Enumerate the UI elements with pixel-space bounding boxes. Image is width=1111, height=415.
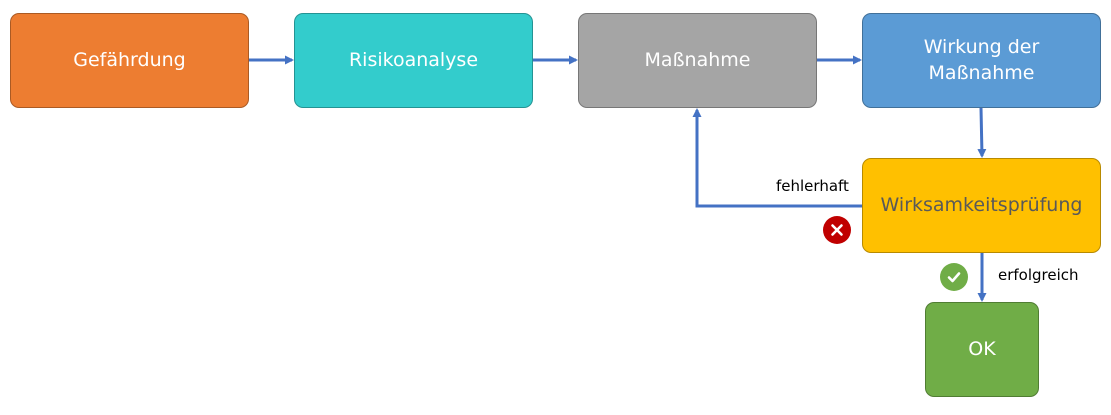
node-gefaehrdung: Gefährdung: [10, 13, 249, 108]
edge-label-fehlerhaft: fehlerhaft: [776, 177, 849, 195]
node-risikoanalyse-label: Risikoanalyse: [348, 48, 479, 71]
check-glyph-icon: [947, 272, 961, 283]
node-risikoanalyse: Risikoanalyse: [294, 13, 533, 108]
success-check-icon: [940, 263, 968, 291]
node-massnahme: Maßnahme: [578, 13, 817, 108]
edge-label-erfolgreich: erfolgreich: [998, 266, 1079, 284]
node-wirkung-label: Wirkung der Maßnahme: [923, 35, 1040, 84]
node-pruefung-label: Wirksamkeitsprüfung: [880, 193, 1083, 216]
node-massnahme-label: Maßnahme: [644, 48, 751, 71]
x-glyph-icon: [831, 224, 843, 236]
node-wirksamkeitspruefung: Wirksamkeitsprüfung: [862, 158, 1101, 253]
arrow-pruefung-to-massnahme: [692, 108, 862, 208]
arrow-wirkung-to-pruefung: [977, 107, 987, 158]
node-wirkung-der-massnahme: Wirkung der Maßnahme: [862, 13, 1101, 108]
node-ok-label: OK: [968, 337, 996, 360]
node-gefaehrdung-label: Gefährdung: [73, 48, 186, 71]
error-x-icon: [823, 216, 851, 244]
node-ok: OK: [925, 302, 1039, 397]
